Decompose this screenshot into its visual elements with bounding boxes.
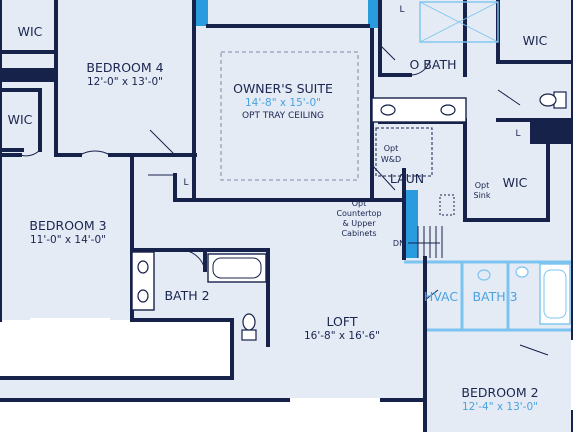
room-name-bedroom4: BEDROOM 4: [86, 60, 163, 75]
tub-bath3-inner: [543, 269, 567, 319]
room-name-o-bath: O BATH: [409, 57, 456, 72]
room-name-bedroom2: BEDROOM 2: [461, 385, 538, 400]
linen-bedroom4: L: [183, 178, 188, 188]
wall-block-o-bath-right: [530, 122, 573, 144]
room-dims-bedroom3: 11'-0" x 14'-0": [30, 234, 106, 246]
note-opt-sink-line1: Opt: [475, 181, 490, 190]
accent-wall-owners-left: [196, 0, 208, 26]
sink-o-bath-left: [380, 104, 396, 116]
opt-sink-outline: [439, 194, 455, 216]
room-name-bath3: BATH 3: [472, 289, 517, 304]
window-bedroom3: [30, 318, 110, 323]
note-countertop-line1: Opt: [352, 199, 367, 208]
sink-bath2-bottom: [137, 289, 149, 303]
tub-bath2-inner: [212, 257, 262, 279]
linen-o-bath-right: L: [515, 129, 520, 139]
note-opt-wd-line2: W&D: [381, 155, 401, 164]
closet-wic-o-bath: WIC: [523, 33, 548, 48]
accent-wall-owners-right: [368, 0, 380, 28]
window-bedroom2: [571, 340, 573, 410]
room-name-bath2: BATH 2: [164, 288, 209, 303]
note-countertop-line3: & Upper: [342, 219, 376, 228]
toilet-bath2: [241, 313, 257, 341]
room-name-bedroom3: BEDROOM 3: [29, 218, 106, 233]
shower-o-bath: [419, 1, 499, 43]
tray-ceiling-outline: [220, 51, 359, 181]
toilet-o-bath: [539, 91, 567, 109]
stairs-down-label: DN: [393, 239, 405, 248]
sink-o-bath-right: [440, 104, 456, 116]
closet-wic-laun: WIC: [503, 175, 528, 190]
sink-bath2-top: [137, 260, 149, 274]
room-name-hvac: HVAC: [424, 289, 458, 304]
window-loft: [290, 398, 380, 403]
sink-bath3: [477, 269, 491, 281]
room-dims-bedroom4: 12'-0" x 13'-0": [87, 76, 163, 88]
shower-diag-2: [419, 1, 499, 43]
room-dims-bedroom2: 12'-4" x 13'-0": [462, 401, 538, 413]
room-name-owners-suite: OWNER'S SUITE: [233, 81, 333, 96]
linen-o-bath-top: L: [399, 5, 404, 15]
washer-dryer-outline: [375, 127, 433, 177]
closet-wic-left-mid: WIC: [8, 112, 33, 127]
wall-block-wic-left: [0, 68, 56, 82]
door-swings: [19, 44, 549, 356]
vanity-o-bath: [371, 97, 467, 123]
room-dims-owners-suite: 14'-8" x 15'-0": [245, 97, 321, 109]
toilet-bath3: [515, 266, 529, 278]
room-name-laun: LAUN: [390, 171, 424, 186]
note-countertop-line4: Cabinets: [341, 229, 376, 238]
note-countertop-line2: Countertop: [336, 209, 381, 218]
room-name-loft: LOFT: [327, 314, 358, 329]
closet-wic-top-left: WIC: [18, 24, 43, 39]
room-dims-loft: 16'-8" x 16'-6": [304, 330, 380, 342]
stairs: [417, 226, 443, 258]
accent-stair-wall: [404, 190, 418, 258]
note-opt-sink-line2: Sink: [473, 191, 490, 200]
room-note-owners-suite: OPT TRAY CEILING: [242, 111, 324, 121]
note-opt-wd-line1: Opt: [384, 144, 399, 153]
